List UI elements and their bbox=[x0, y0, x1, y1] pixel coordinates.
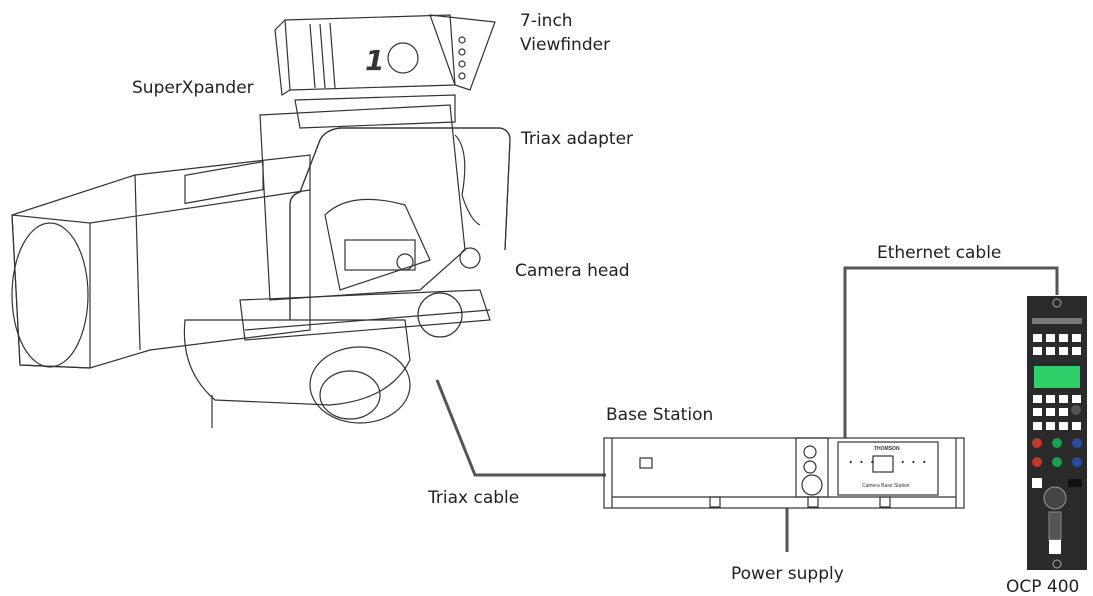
lens-front bbox=[11, 222, 89, 368]
base-station-caption: Camera Base Station bbox=[862, 483, 910, 489]
base-station-unit: · · · · · · THOMSON Camera Base Station bbox=[603, 437, 965, 509]
base-station-dots-right: · · · bbox=[900, 453, 927, 473]
label-ocp-400: OCP 400 bbox=[1006, 577, 1079, 596]
viewfinder-number: 1 bbox=[365, 44, 384, 77]
triax-cable-line bbox=[435, 379, 606, 477]
ocp-knob-green-1 bbox=[1052, 438, 1062, 448]
label-superxpander: SuperXpander bbox=[132, 78, 254, 98]
camera-head-drawing: 1 bbox=[11, 14, 511, 428]
label-camera-head: Camera head bbox=[515, 261, 630, 281]
ocp-knob-blue-2 bbox=[1072, 457, 1082, 467]
label-viewfinder-line1: 7-inch bbox=[520, 11, 573, 31]
ocp-button-grid-mid bbox=[1033, 395, 1081, 430]
label-viewfinder-line2: Viewfinder bbox=[520, 35, 610, 55]
viewfinder-drawing: 1 bbox=[274, 14, 496, 97]
base-station-brand: THOMSON bbox=[874, 446, 900, 452]
ocp-knob-blue-1 bbox=[1072, 438, 1082, 448]
label-triax-adapter: Triax adapter bbox=[520, 129, 633, 149]
ocp-display bbox=[1034, 366, 1080, 388]
ocp-400-panel bbox=[1027, 296, 1087, 570]
ocp-knob-red-2 bbox=[1032, 457, 1042, 467]
base-station-dots-left: · · · bbox=[848, 453, 875, 473]
ethernet-cable-line bbox=[843, 266, 1059, 438]
ocp-knob-green-2 bbox=[1052, 457, 1062, 467]
ocp-knob-red-1 bbox=[1032, 438, 1042, 448]
label-power-supply: Power supply bbox=[731, 564, 844, 584]
label-triax-cable: Triax cable bbox=[427, 488, 519, 508]
ocp-joystick-knob bbox=[1043, 486, 1067, 510]
label-base-station: Base Station bbox=[606, 405, 713, 425]
ocp-button-grid-top bbox=[1033, 334, 1081, 355]
label-ethernet-cable: Ethernet cable bbox=[877, 243, 1001, 263]
